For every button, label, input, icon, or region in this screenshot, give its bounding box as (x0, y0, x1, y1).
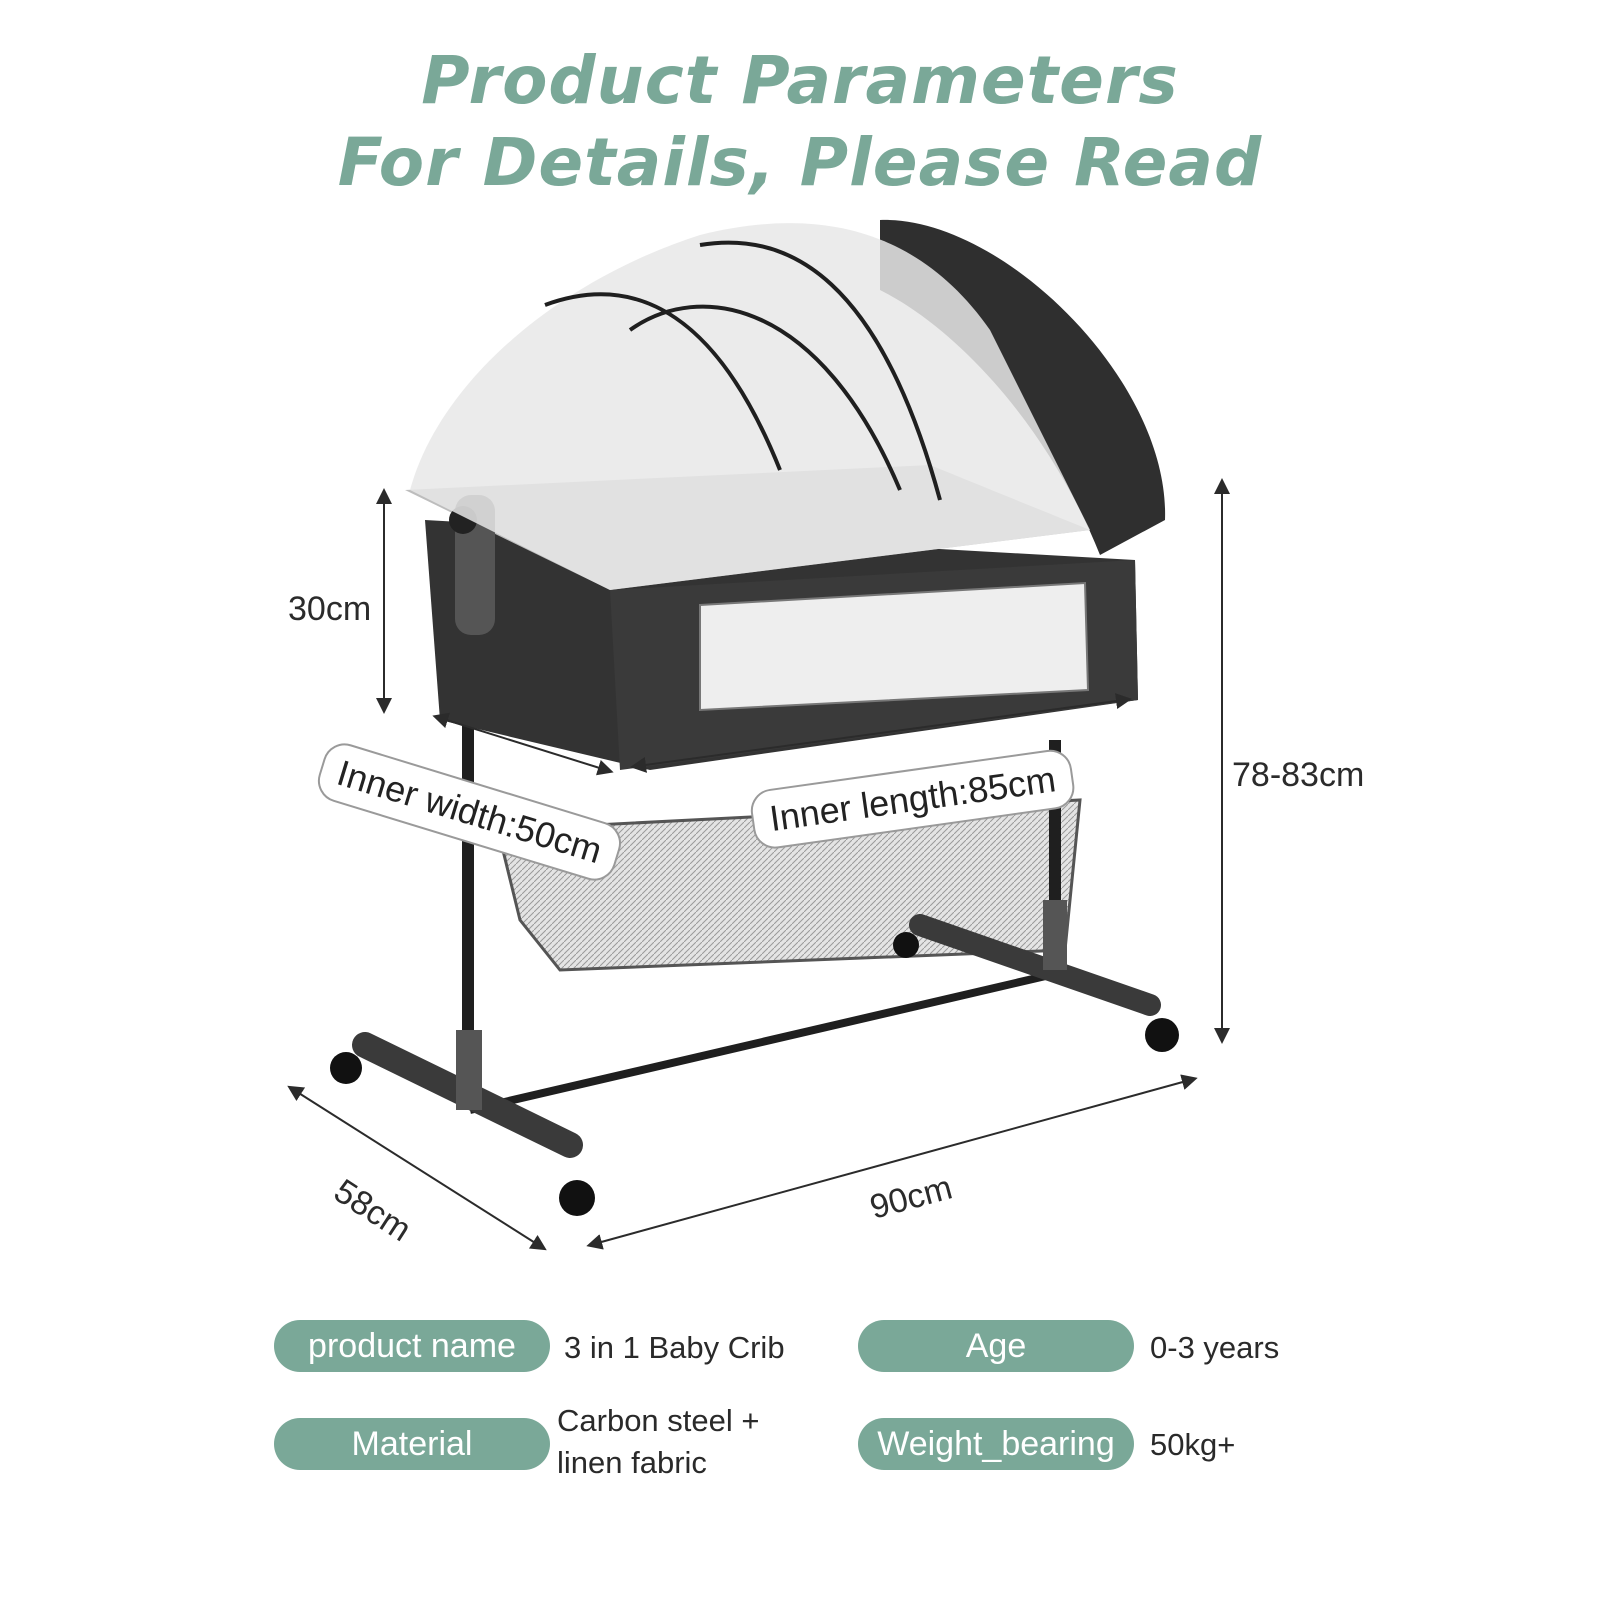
spec-value-material-line2: linen fabric (557, 1445, 707, 1480)
title-line-1: Product Parameters (421, 42, 1179, 119)
spec-value-weight-bearing: 50kg+ (1150, 1427, 1236, 1462)
spec-value-material-line1: Carbon steel + (557, 1403, 760, 1438)
caster-wheels (330, 932, 1179, 1216)
spec-label-product-name: product name (274, 1320, 550, 1372)
dimension-label-78-83cm: 78-83cm (1232, 756, 1365, 794)
dimension-arrows (287, 478, 1230, 1251)
spec-value-product-name: 3 in 1 Baby Crib (564, 1330, 785, 1365)
mesh-window (699, 581, 1090, 712)
spec-label-weight-bearing: Weight_bearing (858, 1418, 1134, 1470)
spec-label-age: Age (858, 1320, 1134, 1372)
spec-label-material: Material (274, 1418, 550, 1470)
dimension-label-30cm: 30cm (288, 590, 372, 628)
spec-value-age: 0-3 years (1150, 1330, 1280, 1365)
title-line-2: For Details, Please Read (337, 124, 1263, 201)
canopy-arches (544, 240, 942, 501)
